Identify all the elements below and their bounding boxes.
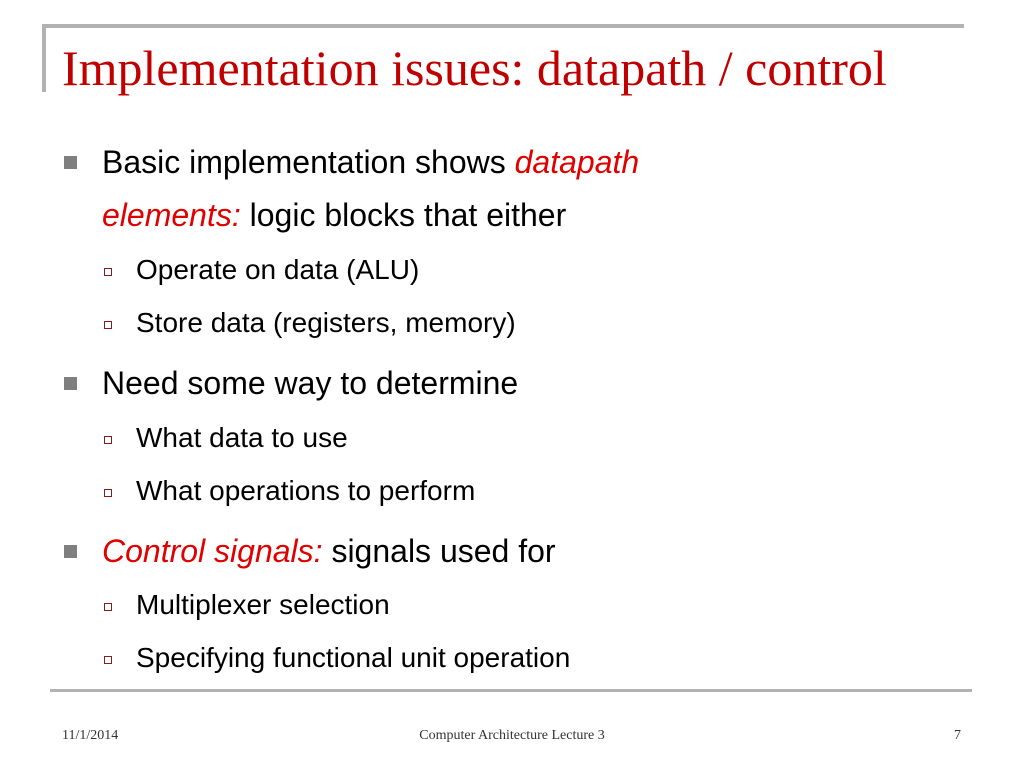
title-top-rule [42,24,964,28]
highlight-control-signals: Control signals [102,533,314,569]
bullet-text-continuation: elements: logic blocks that either [102,197,567,233]
title-left-rule [42,24,46,92]
hollow-square-bullet-icon [104,268,112,276]
square-bullet-icon [64,156,77,169]
highlight-datapath: datapath [514,144,640,180]
square-bullet-icon [64,545,77,558]
slide-title: Implementation issues: datapath / contro… [62,40,887,96]
highlight-elements: elements: [102,197,241,233]
footer-date: 11/1/2014 [62,728,119,743]
footer-title: Computer Architecture Lecture 3 [419,728,605,743]
hollow-square-bullet-icon [104,489,112,497]
square-bullet-icon [64,377,77,390]
bullet-text: Basic implementation shows datapath [102,144,640,180]
hollow-square-bullet-icon [104,321,112,329]
page-number: 7 [954,728,961,743]
hollow-square-bullet-icon [104,603,112,611]
hollow-square-bullet-icon [104,436,112,444]
bullet-text: Control signals: signals used for [102,533,556,569]
hollow-square-bullet-icon [104,656,112,664]
footer-rule [50,689,972,692]
